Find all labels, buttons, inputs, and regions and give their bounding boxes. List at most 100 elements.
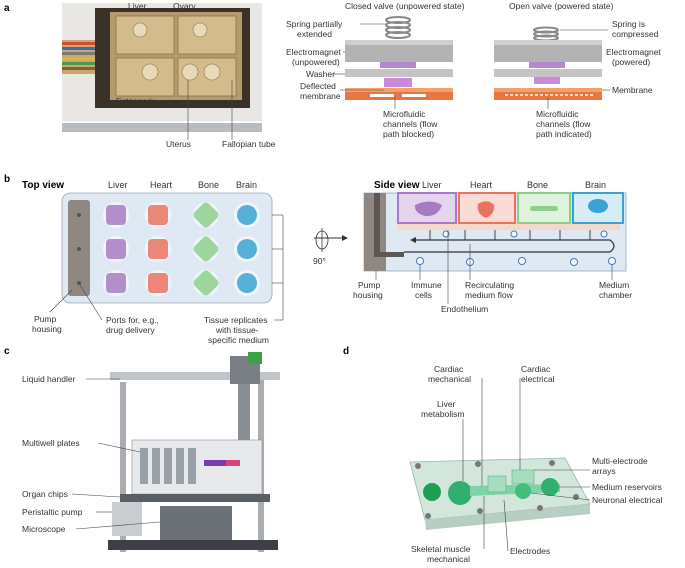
panel-c-letter: c (4, 346, 10, 357)
brain-icon (237, 205, 257, 225)
heart-icon (148, 273, 168, 293)
photo-label-liver: Liver (128, 1, 147, 11)
photo-label-ectocervix: Ectocervix (116, 96, 156, 106)
side-pump-label-1: Pump (358, 280, 380, 290)
closed-channels-label-1: Microfluidic (383, 109, 426, 119)
cardiac-mech-label-1: Cardiac (434, 364, 464, 374)
bone-icon (193, 202, 219, 228)
organ-chips-label: Organ chips (22, 489, 68, 499)
multiwell-plates-label: Multiwell plates (22, 438, 80, 448)
brain-icon (237, 239, 257, 259)
closed-channels-label-3: path blocked) (383, 129, 434, 139)
spring-icon (533, 26, 559, 42)
mea-label-2: arrays (592, 466, 616, 476)
electrodes-label: Electrodes (510, 546, 550, 556)
ports-label-1: Ports for, e.g., (106, 315, 159, 325)
liquid-handler-label: Liquid handler (22, 374, 76, 384)
neuronal-label: Neuronal electrical (592, 495, 663, 505)
side-organ-bone: Bone (527, 180, 548, 190)
recirc-label-2: medium flow (465, 290, 514, 300)
open-spring-label-2: compressed (612, 29, 659, 39)
photo-label-uterus: Uterus (166, 139, 191, 149)
heart-icon (148, 239, 168, 259)
cardiac-elec-label-2: electrical (521, 374, 555, 384)
microscope-label: Microscope (22, 524, 66, 534)
photo-label-ovary: Ovary (173, 1, 196, 11)
spring-icon (385, 16, 411, 39)
recirc-label-1: Recirculating (465, 280, 514, 290)
chip-photo (62, 3, 262, 132)
top-pump-housing-label-2: housing (32, 324, 62, 334)
replicates-label-1: Tissue replicates (204, 315, 267, 325)
ruler (62, 123, 262, 132)
closed-electromagnet-label-1: Electromagnet (286, 47, 341, 57)
closed-spring-label-1: Spring partially (286, 19, 343, 29)
side-pump-label-2: housing (353, 290, 383, 300)
top-organ-brain: Brain (236, 180, 257, 190)
skeletal-label-2: mechanical (427, 554, 470, 564)
replicates-label-3: specific medium (208, 335, 269, 345)
liver-icon (414, 201, 442, 217)
heart-icon (477, 201, 495, 218)
panel-d-letter: d (343, 346, 349, 357)
open-channels-label-3: path indicated) (536, 129, 592, 139)
bone-icon (193, 236, 219, 262)
side-view-title: Side view (374, 180, 420, 191)
medium-label-2: chamber (599, 290, 632, 300)
side-organ-brain: Brain (585, 180, 606, 190)
side-organ-heart: Heart (470, 180, 493, 190)
endothelium-label: Endothelium (441, 304, 488, 314)
ports-label-2: drug delivery (106, 325, 155, 335)
bone-icon (530, 206, 558, 211)
bone-icon (193, 270, 219, 296)
side-view-chip (363, 192, 627, 272)
closed-valve-diagram: Closed valve (unpowered state) (345, 1, 465, 100)
top-organ-heart: Heart (150, 180, 173, 190)
brain-icon (588, 199, 608, 213)
liver-icon (106, 273, 126, 293)
open-membrane-label: Membrane (612, 85, 653, 95)
immune-label-2: cells (415, 290, 432, 300)
cardiac-elec-label-1: Cardiac (521, 364, 551, 374)
replicates-label-2: with tissue- (215, 325, 259, 335)
closed-channels-label-2: channels (flow (383, 119, 438, 129)
robot-render (108, 352, 280, 552)
liver-icon (106, 239, 126, 259)
top-organ-bone: Bone (198, 180, 219, 190)
endothelium-layer (398, 224, 620, 230)
open-valve-title: Open valve (powered state) (509, 1, 614, 11)
reservoirs-label: Medium reservoirs (592, 482, 662, 492)
top-organ-grid (103, 202, 260, 296)
open-valve-diagram: Open valve (powered state) (494, 1, 614, 100)
open-electromagnet-label-2: (powered) (612, 57, 650, 67)
liver-metabolism-label-2: metabolism (421, 409, 464, 419)
mps-chip (409, 457, 591, 530)
panel-a-letter: a (4, 3, 10, 14)
immune-label-1: Immune (411, 280, 442, 290)
closed-spring-label-2: extended (297, 29, 332, 39)
closed-membrane-label-2: membrane (300, 91, 341, 101)
top-view-title: Top view (22, 180, 64, 191)
closed-washer-label: Washer (306, 69, 335, 79)
rotation-arrow-icon (314, 228, 348, 252)
top-pump-housing-label-1: Pump (34, 314, 56, 324)
cardiac-mech-label-2: mechanical (428, 374, 471, 384)
rotation-label: 90° (313, 256, 326, 266)
heart-icon (148, 205, 168, 225)
panel-b-letter: b (4, 174, 10, 185)
open-channels-label-1: Microfluidic (536, 109, 579, 119)
open-electromagnet-label-1: Electromagnet (606, 47, 661, 57)
open-channels-label-2: channels (flow (536, 119, 591, 129)
closed-membrane-label-1: Deflected (300, 81, 336, 91)
peristaltic-pump-label: Peristaltic pump (22, 507, 83, 517)
top-organ-liver: Liver (108, 180, 128, 190)
side-organ-liver: Liver (422, 180, 442, 190)
open-spring-label-1: Spring is (612, 19, 645, 29)
brain-icon (237, 273, 257, 293)
medium-label-1: Medium (599, 280, 629, 290)
liver-icon (106, 205, 126, 225)
skeletal-label-1: Skeletal muscle (411, 544, 471, 554)
photo-label-fallopian-tube: Fallopian tube (222, 139, 276, 149)
liver-metabolism-label-1: Liver (437, 399, 456, 409)
